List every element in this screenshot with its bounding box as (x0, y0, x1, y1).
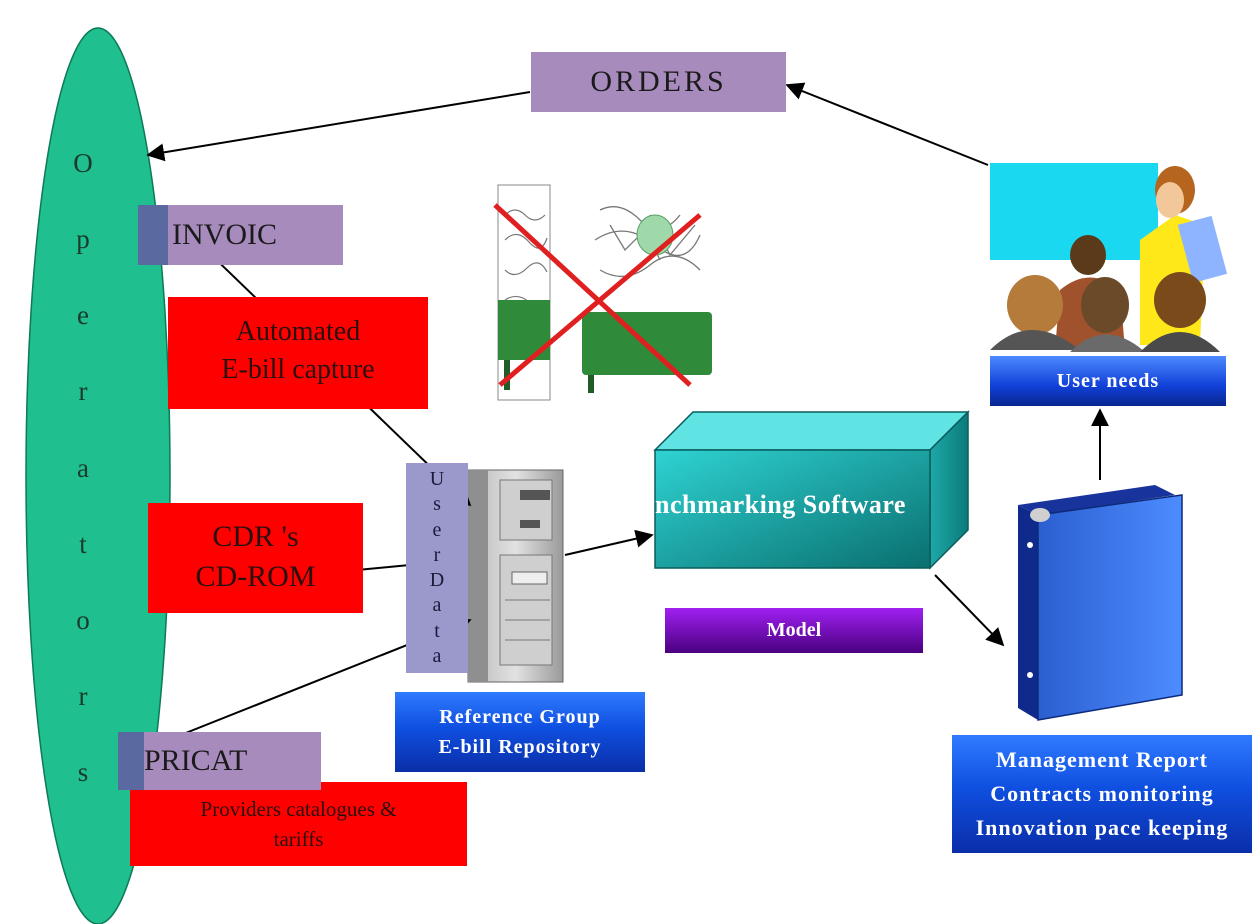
repository-line1: Reference Group (439, 706, 601, 728)
pricat-label: PRICAT (144, 744, 248, 777)
repository-line2: E-bill Repository (438, 736, 602, 758)
operators-letter: O (73, 148, 93, 178)
operators-label: O p e r a t o r s (68, 148, 98, 788)
providers-line1: Providers catalogues & (200, 797, 397, 821)
arrow-server-to-benchmarking (564, 529, 654, 556)
operators-letter: t (79, 528, 87, 559)
providers-line2: tariffs (273, 827, 324, 851)
user-data-letter: e (432, 518, 442, 541)
model-bar (665, 608, 923, 653)
user-data-letter: t (434, 619, 440, 642)
arrow-benchmarking-to-binder (934, 574, 1005, 647)
orders-box: ORDERS (531, 52, 786, 112)
invoic-box: INVOIC (138, 205, 343, 265)
server-tower-icon (467, 469, 564, 683)
automated-line1: Automated (235, 316, 361, 347)
operators-ellipse (25, 27, 171, 924)
crossed-out-paperwork-icon (493, 184, 712, 401)
pricat-box: PRICAT (118, 732, 321, 790)
operators-letter: p (76, 224, 90, 255)
user-data-letter: r (433, 543, 441, 566)
cdr-box: CDR 's CD-ROM (148, 503, 363, 613)
orders-label: ORDERS (590, 65, 727, 98)
user-data-letter: a (432, 644, 442, 667)
meeting-people-icon (990, 163, 1228, 352)
arrow-userneeds-to-orders (785, 82, 989, 166)
report-line3: Innovation pace keeping (975, 815, 1229, 840)
benchmarking-label: nchmarking Software (655, 490, 906, 519)
cdr-line2: CD-ROM (195, 560, 316, 593)
management-report-box: Management Report Contracts monitoring I… (952, 735, 1252, 853)
providers-box: Providers catalogues & tariffs (130, 782, 467, 866)
cdr-line1: CDR 's (212, 520, 299, 553)
operators-letter: r (78, 680, 88, 711)
binder-icon (1018, 485, 1183, 721)
report-line1: Management Report (996, 747, 1208, 772)
pricat-overlap-shade (118, 732, 144, 790)
user-needs-label: User needs (1056, 370, 1160, 392)
operators-letter: e (77, 300, 89, 331)
report-line2: Contracts monitoring (990, 781, 1214, 806)
automated-capture-box: Automated E-bill capture (168, 297, 428, 409)
benchmarking-box (653, 410, 970, 570)
operators-letter: r (78, 376, 88, 407)
repository-label-box: Reference Group E-bill Repository (395, 692, 645, 772)
operators-letter: o (76, 604, 90, 635)
operators-letter: a (77, 452, 89, 483)
user-needs-label-box: User needs (990, 356, 1226, 406)
user-data-letter: s (433, 493, 441, 516)
model-label: Model (766, 619, 822, 641)
automated-line2: E-bill capture (221, 354, 375, 385)
user-data-label: U s e r D a t a (406, 463, 468, 673)
user-data-letter: D (429, 569, 445, 592)
arrow-orders-to-operators (146, 91, 531, 162)
invoic-overlap-shade (138, 205, 168, 265)
user-data-letter: U (429, 468, 445, 491)
invoic-label: INVOIC (172, 218, 277, 251)
operators-letter: s (77, 757, 89, 787)
user-data-letter: a (432, 594, 442, 617)
